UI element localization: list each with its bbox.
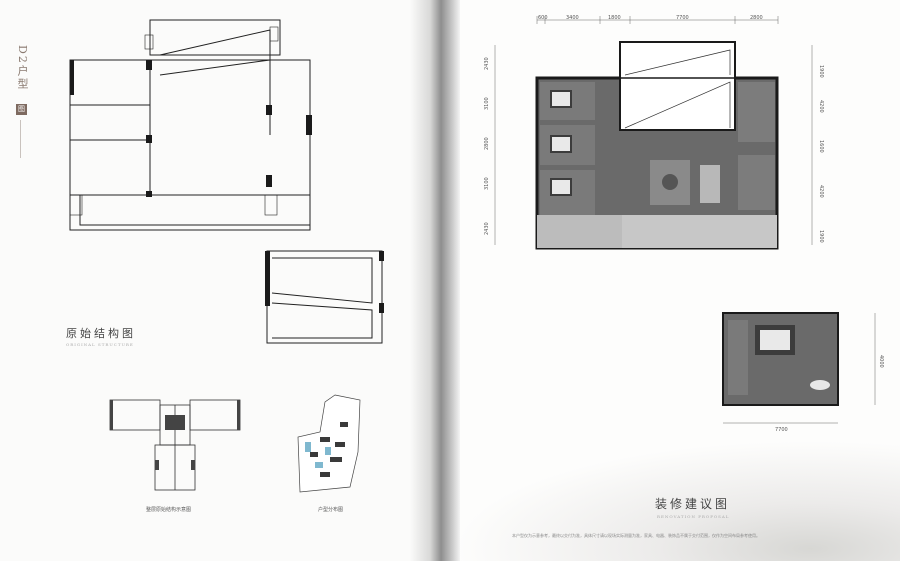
unit-distribution-caption: 户型分布图 [318, 507, 344, 513]
floor-structure-diagram [109, 399, 241, 491]
upper-floor-structure-plan [265, 250, 384, 344]
right-dim-3: 1600 [818, 140, 824, 153]
unit-divider [20, 120, 21, 158]
original-structure-plan [69, 19, 312, 231]
upper-right-dim: 4000 [878, 355, 884, 368]
left-dim-5: 2430 [484, 222, 490, 235]
unit-badge: 图 [16, 104, 27, 115]
mountain-mist-decoration [452, 440, 900, 561]
left-dim-1: 2430 [484, 57, 490, 70]
top-dim-2: 3400 [566, 15, 579, 21]
renovation-caption-en: RENOVATION PROPOSAL [657, 514, 730, 519]
renovation-caption: 装修建议图 [655, 497, 731, 511]
unit-type-label: D2户型 [16, 45, 29, 91]
original-structure-caption-en: ORIGINAL STRUCTURE [66, 342, 134, 347]
top-dim-5: 2800 [750, 15, 763, 21]
unit-distribution-map [297, 394, 361, 493]
book-gutter [410, 0, 460, 561]
renovation-plan: 600 3400 1800 7700 2800 2430 3100 2800 3… [484, 15, 824, 250]
upper-floor-renovation-plan: 4000 7700 [722, 312, 884, 433]
disclaimer-note: 本户型仅为示意参考，最终以交付为准，具体尺寸请以现场实际测量为准，家具、电器、装… [512, 533, 760, 538]
upper-bottom-dim: 7700 [775, 427, 788, 433]
right-dim-2: 4200 [818, 100, 824, 113]
floor-structure-caption: 整层原始结构示意图 [146, 507, 192, 513]
top-dim-3: 1800 [608, 15, 621, 21]
left-dim-3: 2800 [484, 137, 490, 150]
left-dim-2: 3100 [484, 97, 490, 110]
right-dim-1: 1900 [818, 65, 824, 78]
top-dim-1: 600 [538, 15, 548, 21]
top-dim-4: 7700 [676, 15, 689, 21]
right-dim-4: 4200 [818, 185, 824, 198]
left-dim-4: 3100 [484, 177, 490, 190]
original-structure-caption: 原始结构图 [66, 327, 136, 340]
right-dim-5: 1900 [818, 230, 824, 243]
